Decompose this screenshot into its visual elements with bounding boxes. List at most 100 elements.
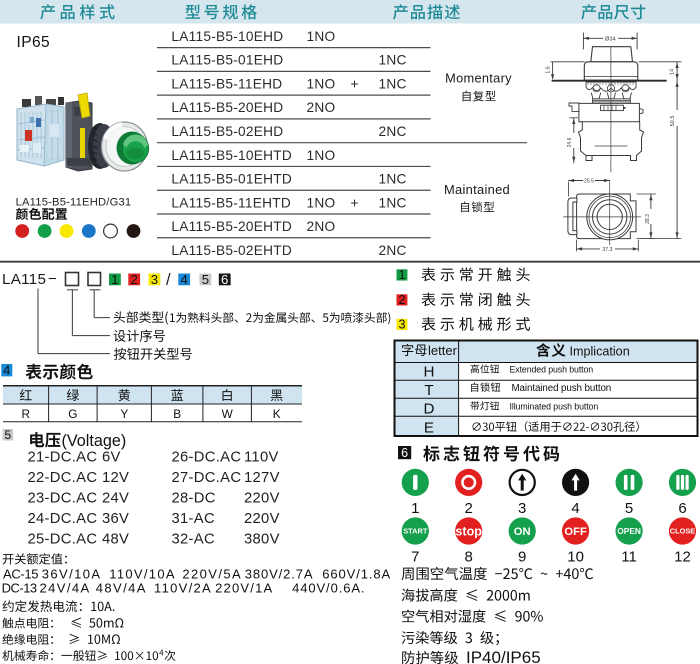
- svg-text:D: D: [424, 401, 435, 418]
- svg-text:1NC: 1NC: [379, 76, 407, 91]
- svg-text:24V/4A: 24V/4A: [40, 580, 91, 595]
- svg-text:27-DC.AC: 27-DC.AC: [172, 470, 242, 486]
- svg-text:IP65: IP65: [17, 34, 51, 51]
- svg-text:8: 8: [465, 549, 473, 566]
- svg-text:W: W: [222, 407, 234, 421]
- svg-text:25.5: 25.5: [584, 179, 594, 185]
- svg-text:1NC: 1NC: [379, 195, 407, 210]
- svg-text:ON: ON: [514, 526, 531, 538]
- svg-text:+: +: [351, 195, 359, 210]
- svg-text:2: 2: [399, 293, 406, 307]
- svg-text:1: 1: [111, 272, 118, 287]
- svg-text:LA115-B5-01EHD: LA115-B5-01EHD: [171, 53, 283, 68]
- svg-text:1NO: 1NO: [307, 76, 336, 91]
- svg-text:220V/1A: 220V/1A: [215, 580, 273, 595]
- svg-text:6V: 6V: [102, 449, 121, 465]
- svg-text:380V: 380V: [244, 532, 280, 548]
- svg-text:AC-15: AC-15: [3, 566, 38, 581]
- svg-text:440V/0.6A.: 440V/0.6A.: [292, 580, 365, 595]
- svg-text:50.5: 50.5: [670, 116, 676, 127]
- svg-text:1NO: 1NO: [307, 29, 336, 44]
- svg-text:3: 3: [399, 318, 406, 332]
- svg-text:26-DC.AC: 26-DC.AC: [172, 449, 242, 465]
- svg-text:/: /: [166, 271, 171, 289]
- svg-text:stop: stop: [455, 524, 482, 538]
- svg-text:1NC: 1NC: [379, 172, 407, 187]
- svg-text:2NO: 2NO: [307, 219, 336, 234]
- svg-text:2: 2: [465, 500, 473, 517]
- svg-text:LA115-B5-10EHTD: LA115-B5-10EHTD: [171, 148, 292, 163]
- svg-text:2NO: 2NO: [307, 100, 336, 115]
- svg-text:LA115-B5-02EHD: LA115-B5-02EHD: [171, 124, 283, 139]
- svg-text:Y: Y: [120, 407, 128, 421]
- svg-text:OFF: OFF: [564, 526, 587, 538]
- svg-text:3: 3: [151, 272, 158, 287]
- svg-text:E: E: [424, 420, 434, 437]
- svg-text:1NC: 1NC: [379, 53, 407, 68]
- svg-text:110V/10A: 110V/10A: [109, 566, 176, 581]
- svg-text:+: +: [351, 76, 359, 91]
- svg-text:6: 6: [221, 272, 228, 287]
- svg-text:LA115-B5-11EHD: LA115-B5-11EHD: [171, 76, 282, 91]
- svg-text:4: 4: [3, 363, 10, 378]
- svg-text:24-DC.AC: 24-DC.AC: [28, 511, 98, 527]
- svg-text:660V/1.8A: 660V/1.8A: [322, 566, 391, 581]
- svg-text:6: 6: [401, 446, 408, 460]
- svg-text:1: 1: [411, 500, 419, 517]
- svg-text:4: 4: [159, 649, 164, 658]
- svg-text:48V: 48V: [102, 532, 129, 548]
- svg-text:127V: 127V: [244, 470, 280, 486]
- svg-text:LA115-B5-11EHTD: LA115-B5-11EHTD: [171, 195, 291, 210]
- svg-text:4: 4: [181, 272, 188, 287]
- svg-text:LA115-B5-20EHD: LA115-B5-20EHD: [171, 100, 283, 115]
- svg-text:6: 6: [678, 500, 686, 517]
- svg-text:Maintained push button: Maintained push button: [512, 383, 612, 394]
- svg-text:220V: 220V: [244, 511, 280, 527]
- svg-text:23-DC.AC: 23-DC.AC: [28, 491, 98, 507]
- svg-text:IP40/IP65: IP40/IP65: [466, 648, 541, 664]
- svg-text:110V/2A: 110V/2A: [154, 580, 212, 595]
- svg-text:7: 7: [411, 549, 419, 566]
- svg-text:LA115-B5-10EHD: LA115-B5-10EHD: [171, 29, 283, 44]
- svg-text:B: B: [173, 407, 181, 421]
- svg-text:Implication: Implication: [570, 345, 630, 359]
- svg-text:28.3: 28.3: [645, 214, 651, 224]
- svg-text:48V/4A: 48V/4A: [96, 580, 147, 595]
- svg-text:5: 5: [202, 272, 209, 287]
- svg-text:9: 9: [518, 549, 526, 566]
- svg-text:letter: letter: [428, 343, 458, 358]
- svg-text:11: 11: [621, 549, 637, 566]
- svg-text:2NC: 2NC: [379, 124, 407, 139]
- svg-text:OPEN: OPEN: [617, 526, 641, 536]
- svg-text:R: R: [22, 407, 31, 421]
- svg-text:220V: 220V: [244, 491, 280, 507]
- svg-text:36V/10A: 36V/10A: [42, 566, 102, 581]
- svg-text:380V/2.7A: 380V/2.7A: [245, 566, 314, 581]
- svg-text:2: 2: [131, 272, 138, 287]
- svg-text:Ø34: Ø34: [605, 36, 616, 42]
- svg-text:LA115-B5-01EHTD: LA115-B5-01EHTD: [171, 172, 292, 187]
- svg-text:25-DC.AC: 25-DC.AC: [28, 532, 98, 548]
- svg-text:LA115: LA115: [2, 271, 46, 288]
- svg-text:G: G: [68, 407, 77, 421]
- svg-text:12: 12: [674, 549, 691, 566]
- svg-text:12V: 12V: [102, 470, 129, 486]
- svg-text:37.3: 37.3: [602, 247, 612, 253]
- svg-text:1.6: 1.6: [546, 66, 552, 73]
- svg-text:1: 1: [399, 268, 406, 282]
- svg-text:10: 10: [567, 549, 584, 566]
- svg-text:K: K: [273, 407, 281, 421]
- svg-text:24.6: 24.6: [567, 137, 573, 147]
- svg-text:1NO: 1NO: [307, 148, 336, 163]
- svg-text:Illuminated push button: Illuminated push button: [510, 402, 599, 412]
- svg-text:5: 5: [625, 500, 633, 517]
- svg-text:CLOSE: CLOSE: [670, 527, 696, 536]
- svg-text:24V: 24V: [102, 491, 129, 507]
- svg-text:5: 5: [4, 428, 11, 442]
- svg-text:LA115-B5-11EHD/G31: LA115-B5-11EHD/G31: [16, 196, 132, 208]
- svg-text:22-DC.AC: 22-DC.AC: [28, 470, 98, 486]
- svg-text:T: T: [424, 382, 433, 399]
- svg-text:START: START: [403, 527, 428, 536]
- svg-text:21-DC.AC: 21-DC.AC: [28, 449, 98, 465]
- svg-text:2NC: 2NC: [379, 243, 407, 258]
